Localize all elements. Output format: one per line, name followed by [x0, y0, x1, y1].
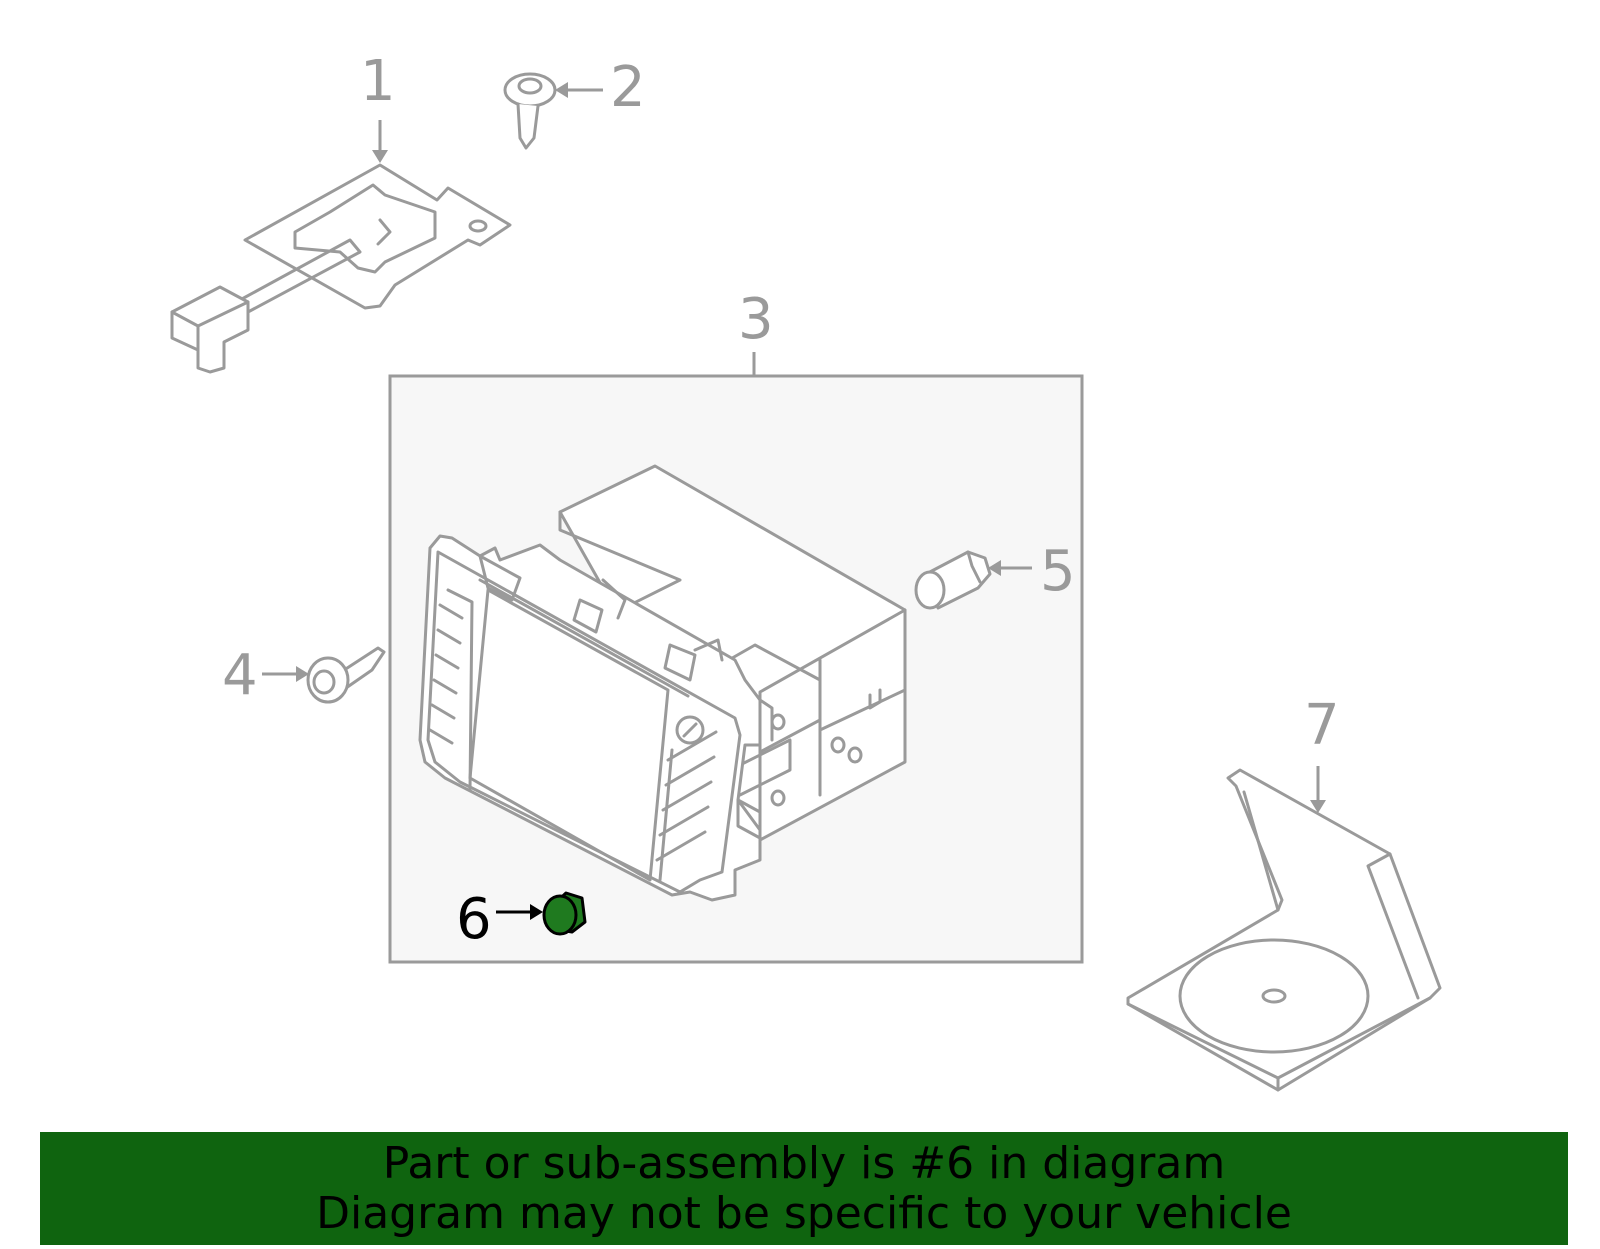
callout-1-leader	[372, 120, 388, 163]
part-2-screw[interactable]: 2	[503, 55, 646, 150]
callout-2-leader	[555, 82, 603, 98]
part-3-radio-assembly[interactable]: 3	[388, 287, 1084, 964]
callout-6-leader	[496, 904, 543, 920]
banner-line-1: Part or sub-assembly is #6 in diagram	[382, 1137, 1226, 1189]
part-5-bulb[interactable]: 5	[914, 539, 1076, 610]
callout-7-label: 7	[1304, 693, 1340, 758]
callout-2-label: 2	[610, 55, 646, 120]
callout-4-label: 4	[222, 643, 258, 708]
callout-5-label: 5	[1040, 539, 1076, 604]
callout-1-label: 1	[360, 49, 396, 114]
radio-unit-drawing	[418, 464, 907, 902]
callout-4-leader	[262, 666, 309, 682]
info-banner: Part or sub-assembly is #6 in diagram Di…	[40, 1132, 1568, 1245]
banner-line-2: Diagram may not be specific to your vehi…	[316, 1187, 1292, 1239]
part-1-bracket-module[interactable]: 1	[170, 49, 512, 374]
part-7-disc[interactable]: 7	[1126, 693, 1442, 1092]
part-4-screw[interactable]: 4	[222, 643, 386, 708]
callout-6-label: 6	[456, 887, 492, 952]
part-6-knob[interactable]: 6	[456, 887, 587, 952]
callout-5-leader	[988, 560, 1032, 576]
callout-7-leader	[1310, 766, 1326, 813]
callout-3-label: 3	[738, 287, 774, 352]
